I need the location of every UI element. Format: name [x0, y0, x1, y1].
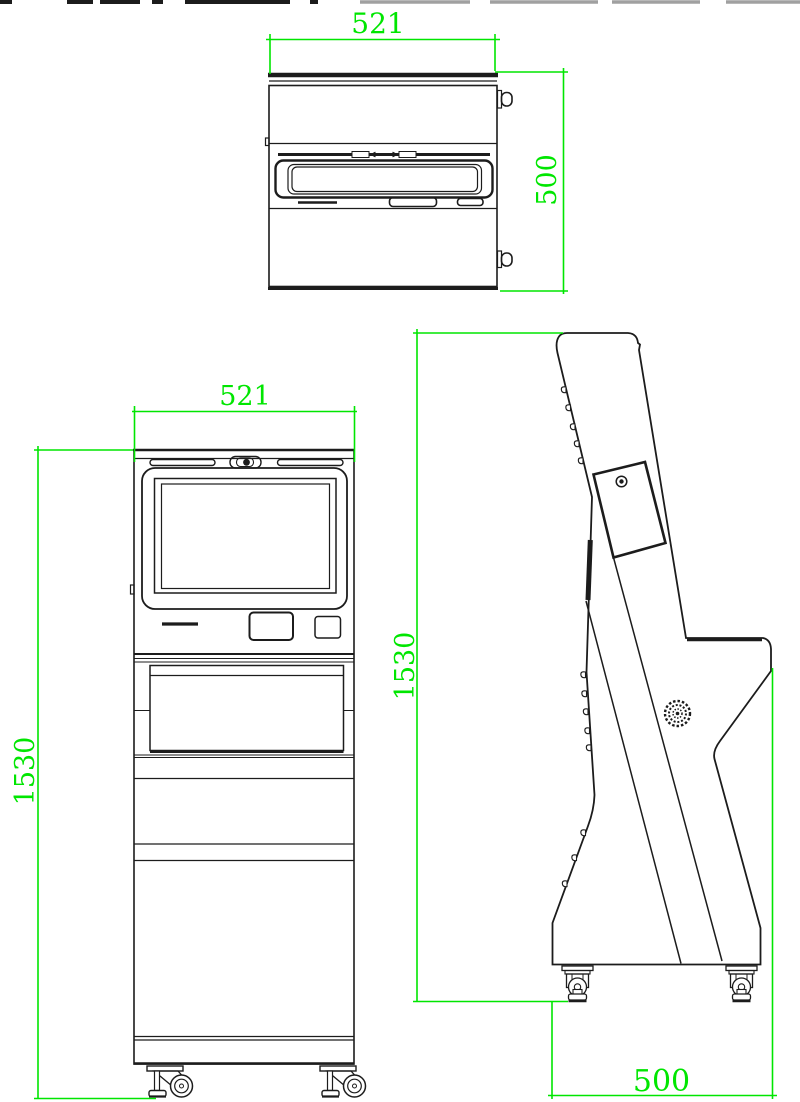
button-small: [456, 197, 484, 207]
lock-keyhole-icon: [619, 479, 624, 484]
mast-seam-front: [585, 600, 682, 964]
knob-center: [675, 711, 680, 716]
knurl-ring: [663, 699, 692, 728]
hinge-knob-upper: [496, 89, 513, 109]
caster-front-right: [318, 1064, 367, 1099]
hook-icon: [580, 671, 587, 679]
guide-mark: [398, 151, 417, 158]
knob: [500, 91, 513, 107]
hook-icon: [582, 708, 589, 716]
side-tab: [264, 137, 270, 147]
top-view-body: [268, 84, 498, 288]
hook-icon: [580, 829, 587, 837]
hook-icon: [573, 440, 580, 448]
dim-label: 500: [532, 154, 563, 206]
dim-side-depth: 500: [548, 668, 777, 1099]
dim-label: 500: [633, 1064, 690, 1099]
side-tab: [129, 584, 135, 595]
dim-label: 1530: [390, 632, 421, 701]
screen-frame: [153, 477, 337, 594]
caster-side-left: [560, 964, 595, 1003]
thumb-knob: [663, 699, 692, 728]
key-box: [314, 615, 342, 639]
hook-icon: [581, 690, 588, 698]
hook-icon: [577, 457, 584, 465]
side-outline: [551, 332, 772, 966]
button-bar: [388, 196, 438, 208]
paper-slot-guide: [278, 151, 490, 158]
camera-window: [235, 457, 255, 468]
hopper-opening: [134, 664, 354, 753]
paper-slot-inner: [291, 166, 479, 193]
hook-icon: [569, 423, 576, 431]
speaker-slot-left: [149, 458, 216, 467]
side-view: [551, 332, 772, 1003]
top-view: [264, 72, 513, 290]
hinge-strip: [585, 539, 593, 601]
dim-front-width: 521: [132, 381, 357, 462]
front-view: [129, 448, 367, 1099]
paper-slot-mid: [287, 163, 483, 195]
hook-icon: [585, 744, 592, 752]
screen-display: [160, 483, 331, 590]
hopper-frame: [149, 664, 345, 752]
hook-icon: [584, 727, 591, 735]
screen-bezel: [141, 467, 348, 610]
hook-icon: [560, 386, 567, 394]
speaker-slot-right: [276, 458, 344, 467]
mast-seam-rear: [612, 557, 723, 962]
caster-side-right: [724, 964, 759, 1003]
hinge-knob-lower: [496, 250, 513, 269]
dim-front-height: 1530: [10, 446, 156, 1100]
dim-top-depth: 500: [495, 68, 568, 294]
dim-side-height: 1530: [390, 329, 568, 1003]
rear-access-panel: [591, 460, 668, 560]
knurl-ring: [668, 704, 687, 723]
knurl-ring: [672, 708, 683, 719]
camera-lens-icon: [243, 458, 250, 466]
panel-lock: [615, 475, 628, 488]
arrow-right-icon: [389, 151, 398, 158]
hook-icon: [561, 880, 568, 888]
dim-label: 1530: [10, 737, 41, 806]
guide-mark: [351, 151, 370, 158]
front-panel-seams: [133, 653, 355, 1065]
dim-top-width: 521: [266, 7, 500, 74]
knob: [500, 252, 513, 267]
caster-front-left: [145, 1064, 194, 1099]
arrow-left-icon: [370, 151, 379, 158]
card-reader: [248, 611, 294, 641]
mounting-hooks: [560, 386, 592, 888]
hook-icon: [565, 404, 572, 412]
panel-frame: [591, 460, 668, 560]
hook-icon: [571, 854, 578, 862]
dim-label: 521: [351, 7, 404, 40]
paper-slot-outer: [274, 159, 494, 199]
dim-label: 521: [219, 381, 271, 412]
